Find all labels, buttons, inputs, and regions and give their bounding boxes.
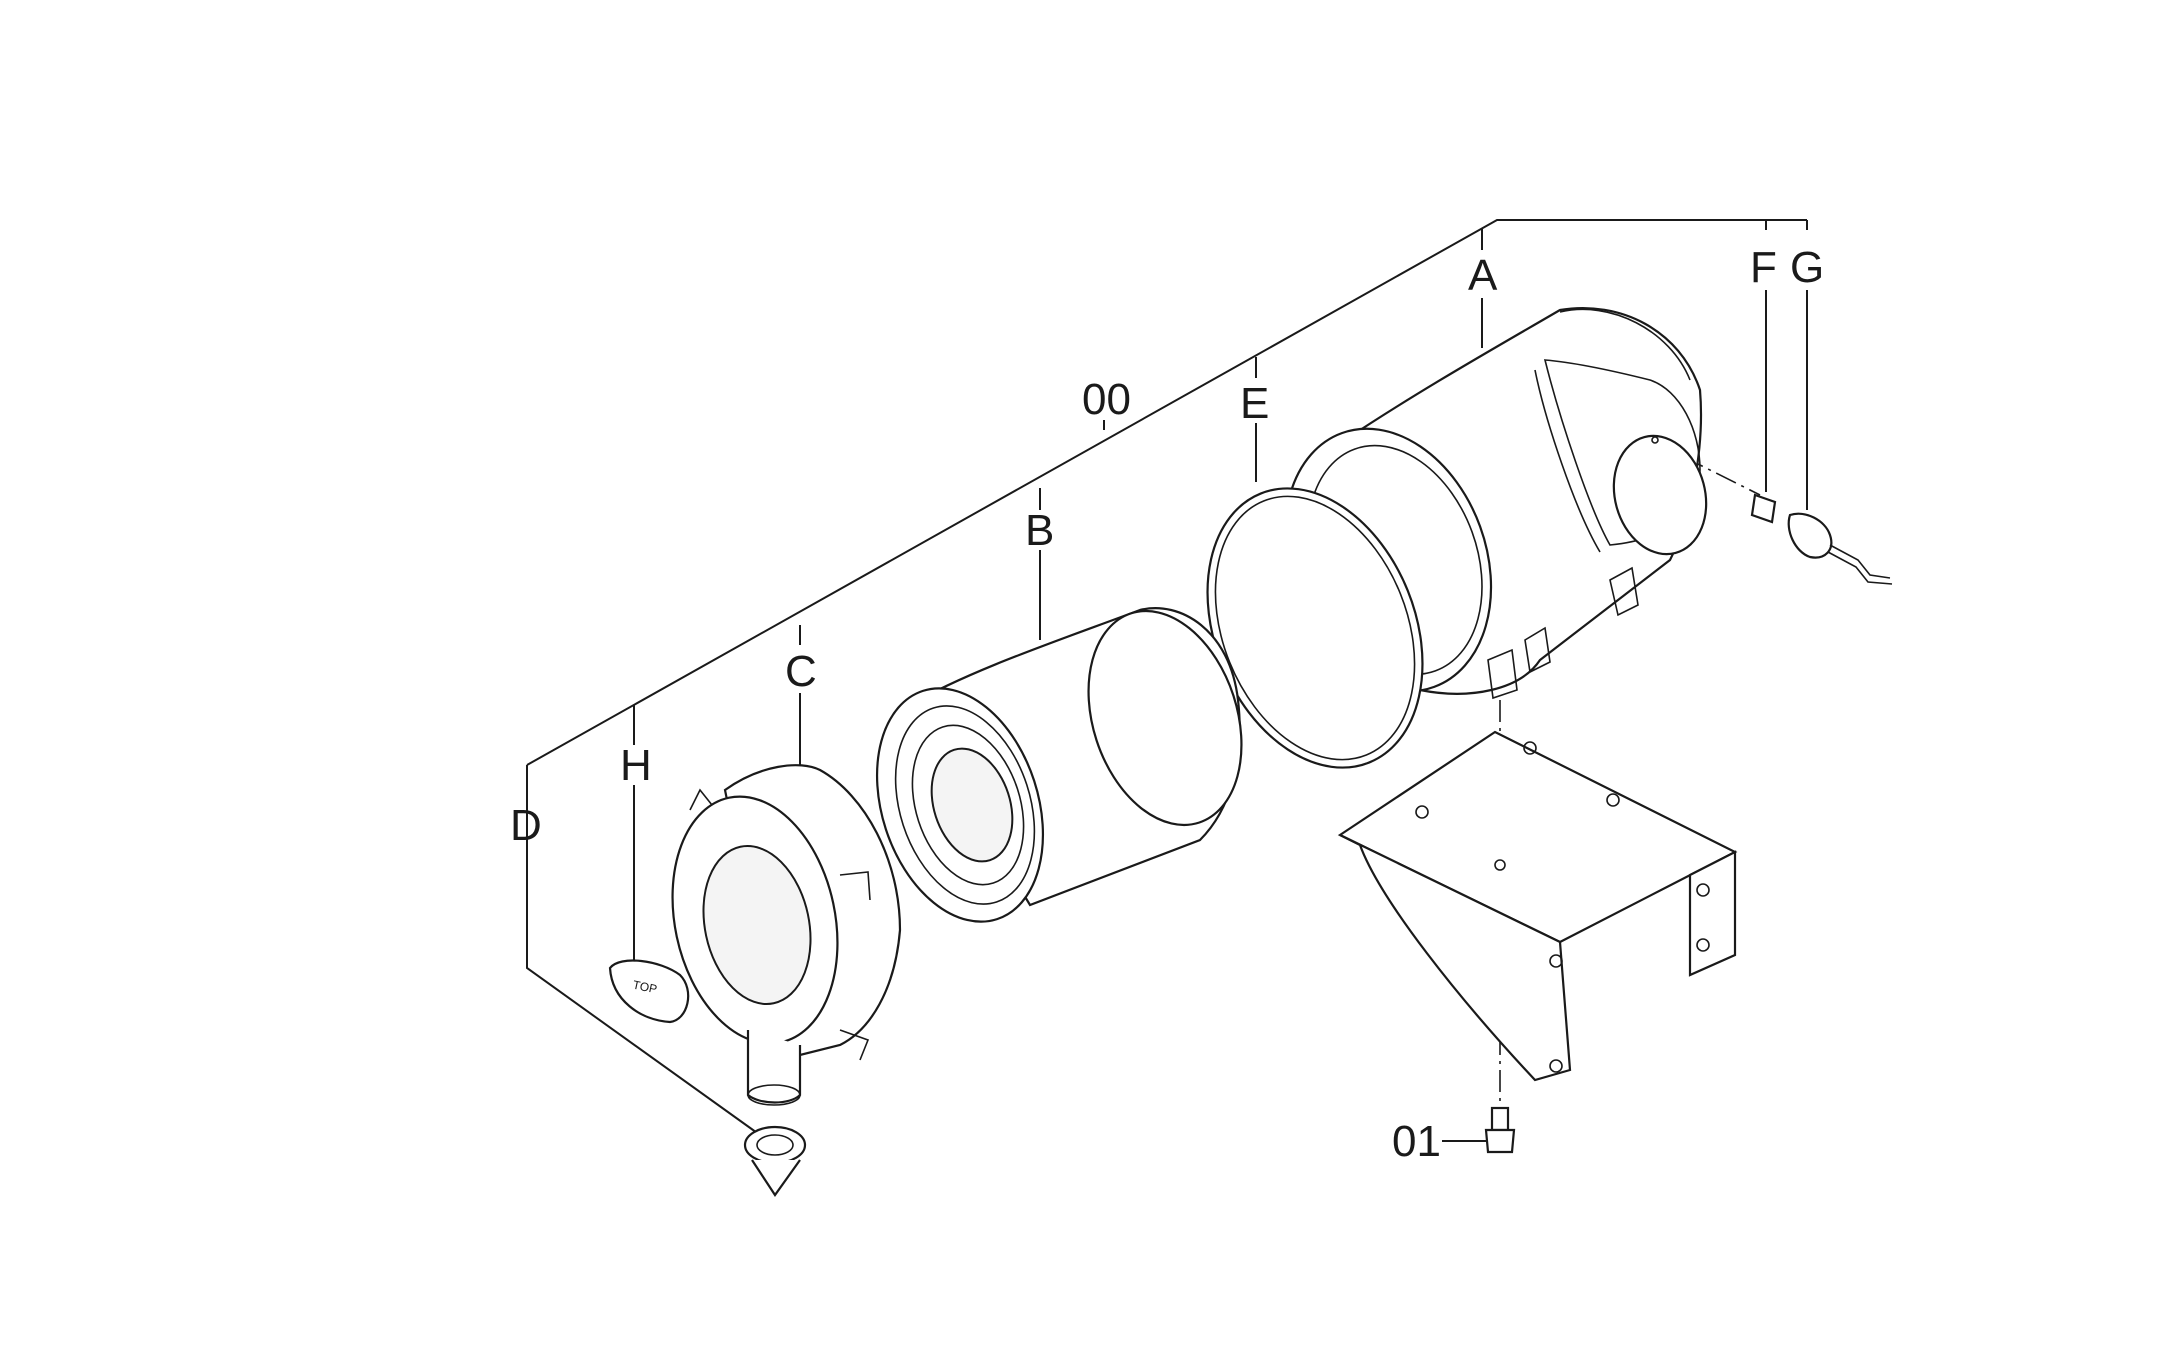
label-A: A [1468, 251, 1498, 300]
seal-ring [1206, 487, 1424, 769]
label-F: F [1750, 243, 1777, 292]
label-E: E [1240, 379, 1269, 428]
label-01: 01 [1392, 1117, 1441, 1166]
mounting-bracket [1337, 730, 1738, 1082]
bolt [1484, 1106, 1516, 1154]
decal-text: TOP [632, 978, 659, 997]
label-H: H [620, 741, 652, 790]
label-B: B [1025, 506, 1054, 555]
label-C: C [785, 647, 817, 696]
label-G: G [1790, 243, 1824, 292]
label-D: D [510, 801, 542, 850]
filter-element [875, 607, 1243, 923]
top-decal: TOP [608, 959, 690, 1024]
label-00: 00 [1082, 375, 1131, 424]
restriction-indicator [1750, 493, 1893, 585]
vacuator-valve [743, 1125, 807, 1197]
air-cleaner-cover [671, 764, 902, 1106]
callout-labels: 00 A B C D E F G H 01 [510, 243, 1824, 1166]
